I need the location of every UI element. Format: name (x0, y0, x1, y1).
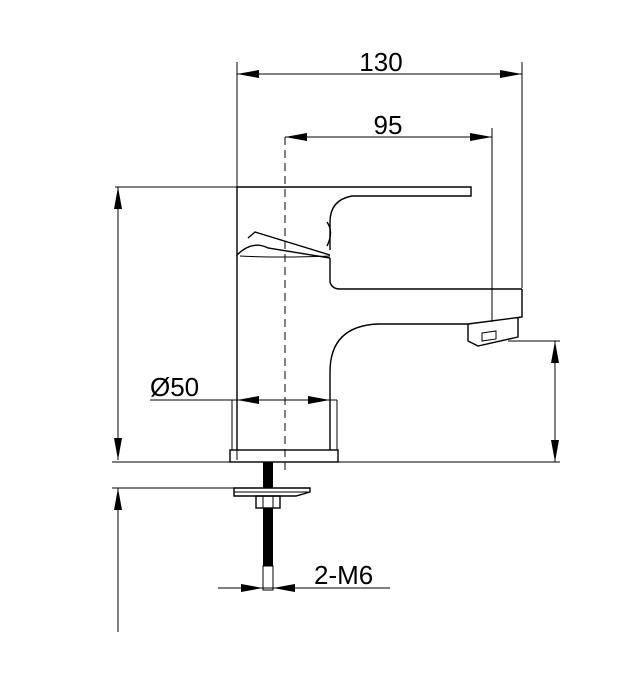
dimension-spout-reach: 95 (285, 110, 493, 322)
dimension-spout-height (508, 340, 560, 462)
dimension-base-diameter: Ø50 (150, 372, 337, 404)
dimension-overall-length: 130 (236, 47, 523, 460)
mounting-thread-label: 2-M6 (314, 560, 373, 590)
spout-reach-label: 95 (374, 110, 403, 140)
faucet-body (229, 186, 523, 463)
dimension-below-deck (112, 487, 238, 632)
mounting-hardware (233, 462, 311, 591)
base-diameter-label: Ø50 (150, 372, 199, 402)
dimension-overall-height (114, 186, 240, 460)
dimension-mounting-thread: 2-M6 (218, 560, 390, 592)
overall-length-label: 130 (359, 47, 402, 77)
